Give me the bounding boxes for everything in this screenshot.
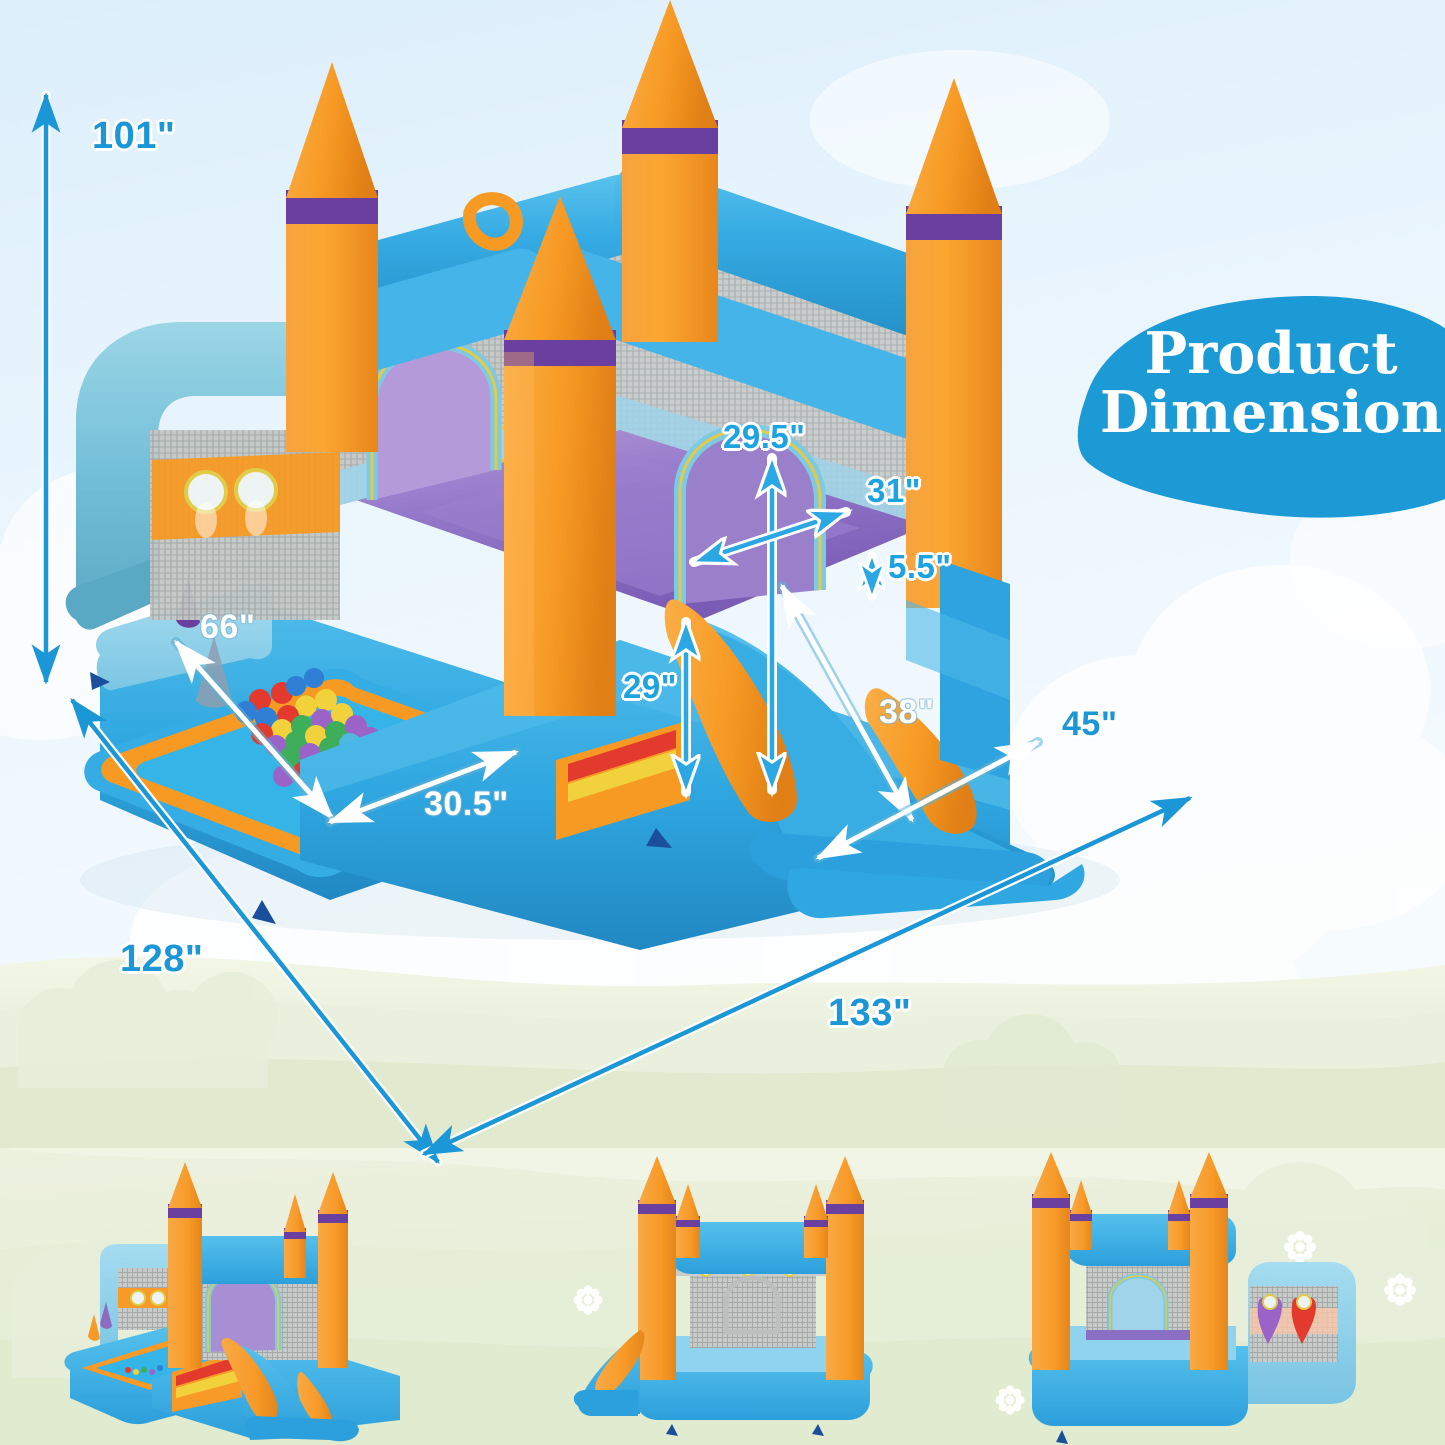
dimension-label-height: 101" xyxy=(92,115,176,157)
badge-title: Product Dimension xyxy=(1099,320,1443,447)
thumbnail-angle-view[interactable] xyxy=(64,1162,400,1442)
dimension-label-arch-width: 31" xyxy=(867,472,921,509)
dimension-label-wall-height: 29" xyxy=(623,668,677,705)
dimension-label-arch-height: 29.5" xyxy=(723,418,806,455)
castle-towers xyxy=(286,0,1002,716)
arrow-width-133 xyxy=(419,793,1195,1159)
dimension-label-pool-length: 66" xyxy=(200,608,256,646)
dimension-label-slide-length: 38" xyxy=(879,693,935,731)
tower-back-left xyxy=(286,62,378,452)
arrow-pool-30-5 xyxy=(325,747,521,827)
thumbnail-rear-view[interactable] xyxy=(1028,1152,1356,1444)
thumbnail-front-view[interactable] xyxy=(573,1156,873,1436)
dimension-label-slide-width: 45" xyxy=(1062,705,1118,743)
tower-back-right xyxy=(906,78,1002,608)
dimension-label-width-overall: 133" xyxy=(828,992,912,1034)
arrow-slide-45 xyxy=(813,737,1043,863)
product-dimension-badge: Product Dimension xyxy=(1075,290,1445,525)
dimension-label-step-height: 5.5" xyxy=(888,548,952,585)
arrow-pool-66 xyxy=(171,637,337,823)
dimension-label-pool-width: 30.5" xyxy=(424,785,509,823)
arrow-arch-width-31 xyxy=(694,507,846,567)
tower-front-center xyxy=(504,196,616,716)
arrow-depth-128 xyxy=(67,695,443,1167)
tower-back-center xyxy=(622,0,718,342)
badge-blob-shape xyxy=(1077,295,1445,518)
dimension-label-depth: 128" xyxy=(120,938,204,980)
left-tunnel-section xyxy=(65,322,340,630)
